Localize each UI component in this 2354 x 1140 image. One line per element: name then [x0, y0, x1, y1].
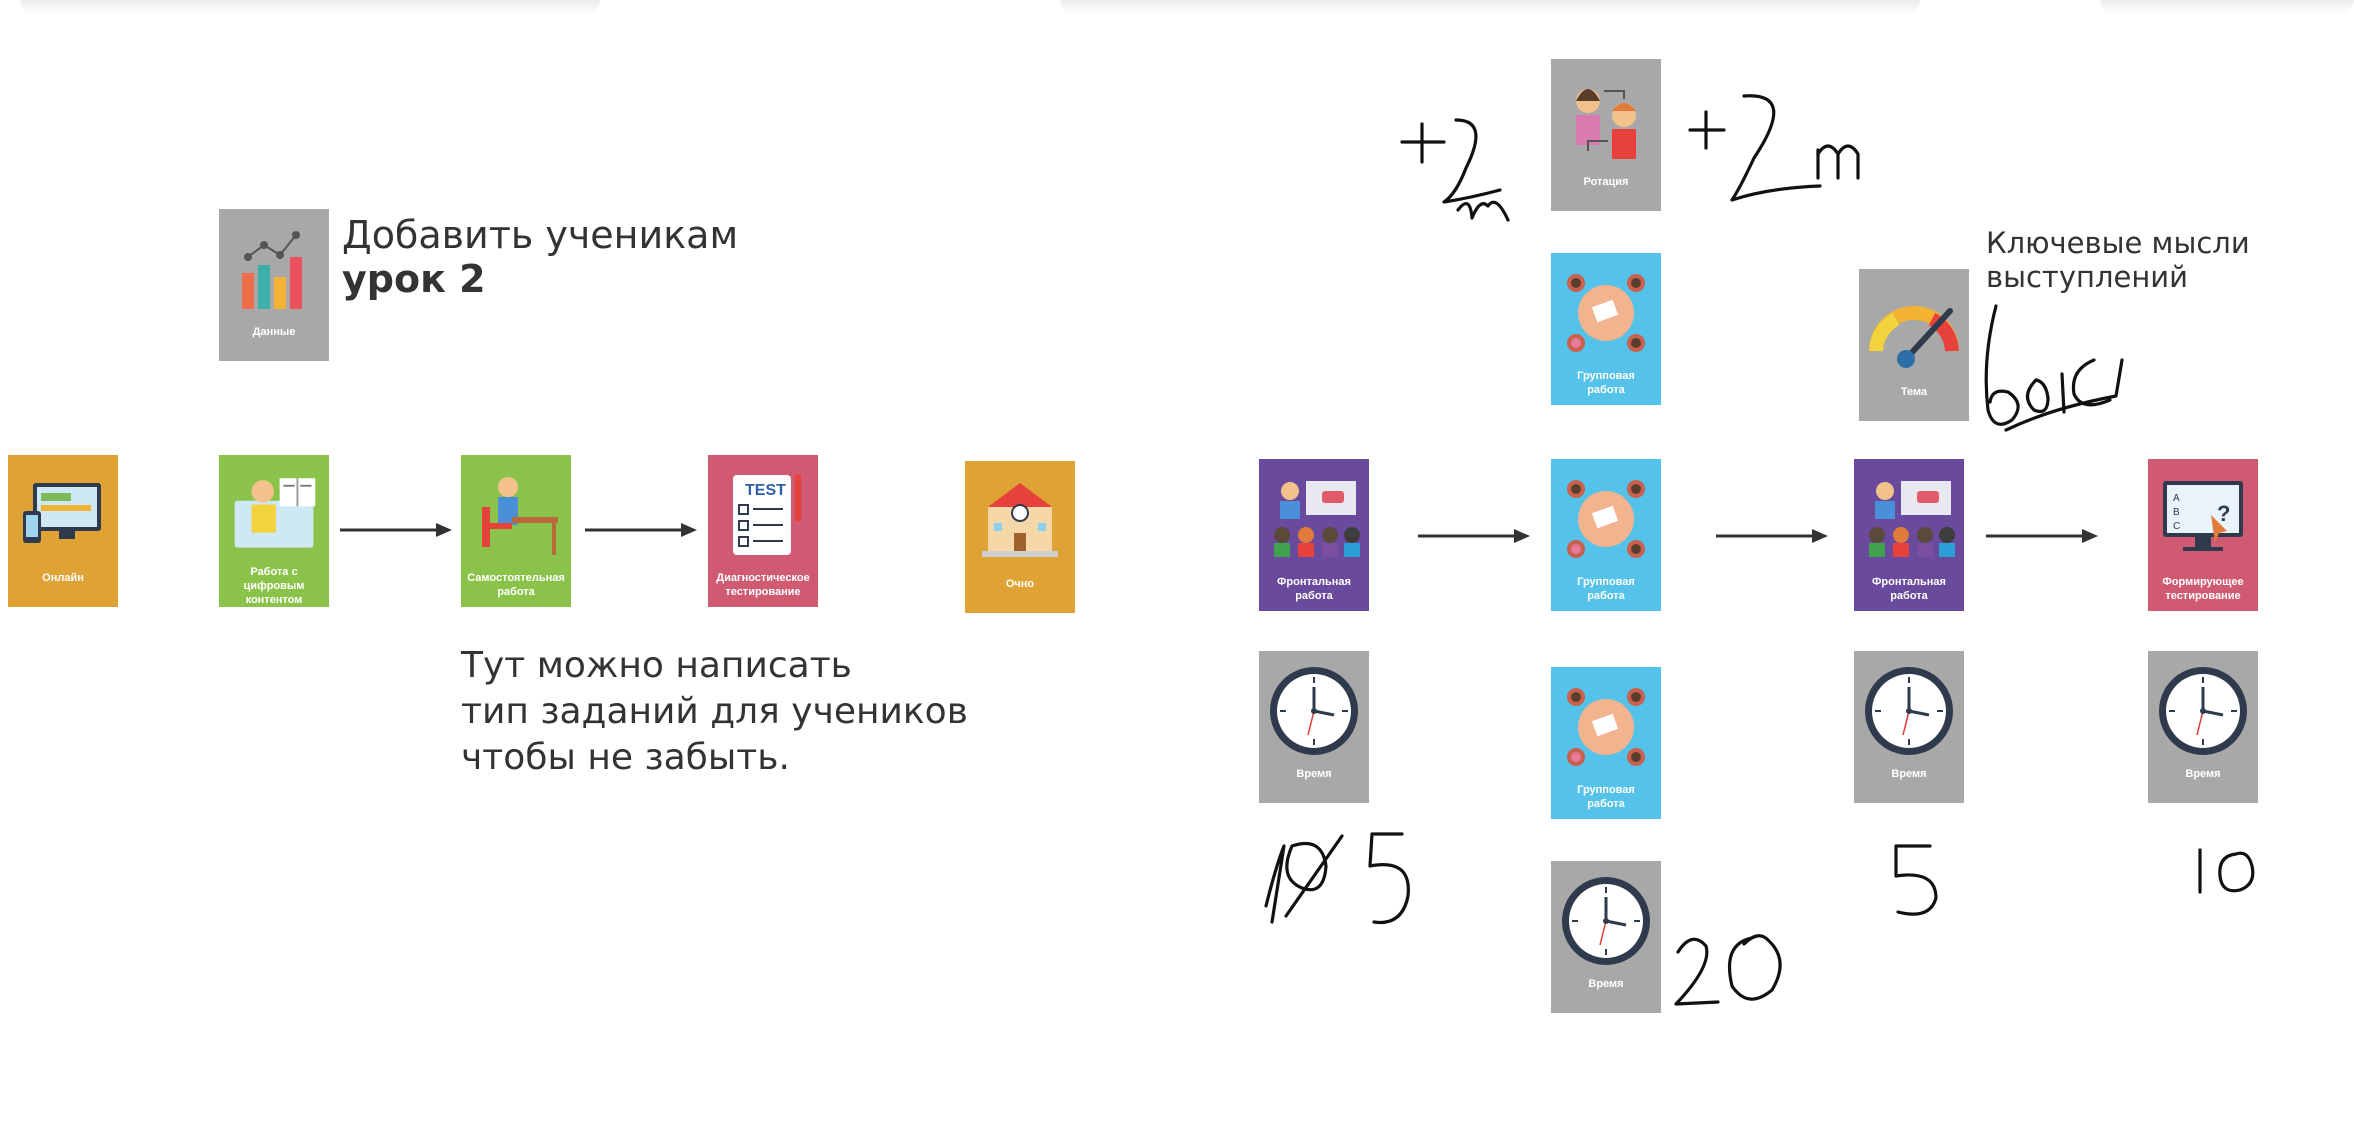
card-data[interactable]: Данные — [219, 209, 329, 361]
card-diagnostic-testing[interactable]: TEST Диагностическое тестирование — [708, 455, 818, 607]
monitor-quiz-icon: A B C ? — [2163, 481, 2243, 551]
card-group-work-bottom-label: Групповая работа — [1577, 784, 1635, 810]
card-time-1[interactable]: Время — [1259, 651, 1369, 803]
classroom-icon — [1274, 481, 1360, 557]
hint-line-1[interactable]: Тут можно написать — [461, 645, 852, 686]
school-building-icon — [982, 483, 1058, 557]
arrow-right — [1986, 529, 2098, 543]
svg-text:C: C — [2173, 521, 2180, 532]
clock-icon — [1268, 665, 1360, 757]
card-time-group[interactable]: Время — [1551, 861, 1661, 1013]
card-time-group-label: Время — [1588, 978, 1624, 990]
card-formative-testing[interactable]: A B C ? Формирующее тестирование — [2148, 459, 2258, 611]
rotation-people-icon — [1576, 89, 1636, 159]
handwriting-time-1 — [1264, 832, 1410, 925]
hint-line-2[interactable]: тип заданий для учеников — [461, 691, 968, 732]
bar-chart-icon — [242, 231, 302, 309]
card-frontal-work-1-label: Фронтальная работа — [1277, 576, 1351, 602]
card-independent-work[interactable]: Самостоятельная работа — [461, 455, 571, 607]
card-fulltime[interactable]: Очно — [965, 461, 1075, 613]
add-subtitle[interactable]: урок 2 — [342, 257, 486, 301]
card-frontal-work-2[interactable]: Фронтальная работа — [1854, 459, 1964, 611]
card-online-label: Онлайн — [42, 572, 84, 584]
clock-icon — [1560, 875, 1652, 967]
reading-person-icon — [234, 478, 316, 548]
key-thoughts-line-1[interactable]: Ключевые мысли — [1986, 226, 2250, 260]
card-rotation-label: Ротация — [1583, 176, 1629, 188]
svg-text:?: ? — [2217, 501, 2230, 526]
card-group-work-top[interactable]: Групповая работа — [1551, 253, 1661, 405]
handwriting-theme — [1984, 304, 2124, 432]
devices-icon — [23, 483, 101, 543]
arrow-right — [585, 523, 697, 537]
card-independent-work-label: Самостоятельная работа — [467, 572, 565, 598]
card-time-3-label: Время — [2185, 768, 2221, 780]
handwriting-time-group — [1674, 934, 1782, 1006]
handwriting-rotation-left — [1400, 118, 1510, 222]
card-group-work-bottom[interactable]: Групповая работа — [1551, 667, 1661, 819]
card-online[interactable]: Онлайн — [8, 455, 118, 607]
group-table-icon — [1567, 274, 1645, 352]
gauge-icon — [1869, 306, 1959, 368]
handwriting-time-3 — [2198, 848, 2255, 894]
card-time-2[interactable]: Время — [1854, 651, 1964, 803]
clock-icon — [2157, 665, 2249, 757]
card-rotation[interactable]: Ротация — [1551, 59, 1661, 211]
card-data-label: Данные — [252, 326, 296, 338]
card-digital-content[interactable]: Работа с цифровым контентом — [219, 455, 329, 607]
arrow-right — [340, 523, 452, 537]
clock-icon — [1863, 665, 1955, 757]
canvas-top-shadow-left — [20, 0, 600, 14]
classroom-icon — [1869, 481, 1955, 557]
handwriting-time-2 — [1894, 844, 1938, 916]
card-digital-content-label: Работа с цифровым контентом — [243, 566, 305, 606]
arrow-right — [1716, 529, 1828, 543]
card-frontal-work-1[interactable]: Фронтальная работа — [1259, 459, 1369, 611]
card-fulltime-label: Очно — [1005, 578, 1035, 590]
card-frontal-work-2-label: Фронтальная работа — [1872, 576, 1946, 602]
student-desk-icon — [482, 477, 558, 555]
card-theme[interactable]: Тема — [1859, 269, 1969, 421]
card-group-work-mid-label: Групповая работа — [1577, 576, 1635, 602]
canvas-top-shadow-right — [2100, 0, 2354, 14]
svg-text:B: B — [2173, 507, 2180, 518]
canvas-top-shadow-mid — [1060, 0, 1920, 14]
card-time-3[interactable]: Время — [2148, 651, 2258, 803]
card-diagnostic-testing-label: Диагностическое тестирование — [716, 572, 810, 598]
arrow-right — [1418, 529, 1530, 543]
card-group-work-top-label: Групповая работа — [1577, 370, 1635, 396]
key-thoughts-line-2[interactable]: выступлений — [1986, 260, 2188, 294]
add-title[interactable]: Добавить ученикам — [342, 213, 739, 257]
card-time-2-label: Время — [1891, 768, 1927, 780]
group-table-icon — [1567, 688, 1645, 766]
group-table-icon — [1567, 480, 1645, 558]
card-group-work-mid[interactable]: Групповая работа — [1551, 459, 1661, 611]
handwriting-rotation-right — [1688, 94, 1860, 202]
hint-line-3[interactable]: чтобы не забыть. — [461, 737, 790, 778]
card-time-1-label: Время — [1296, 768, 1332, 780]
svg-text:TEST: TEST — [745, 482, 786, 499]
card-theme-label: Тема — [1900, 386, 1928, 398]
svg-text:A: A — [2173, 493, 2180, 504]
test-sheet-icon: TEST — [733, 475, 801, 555]
card-formative-testing-label: Формирующее тестирование — [2162, 576, 2244, 602]
